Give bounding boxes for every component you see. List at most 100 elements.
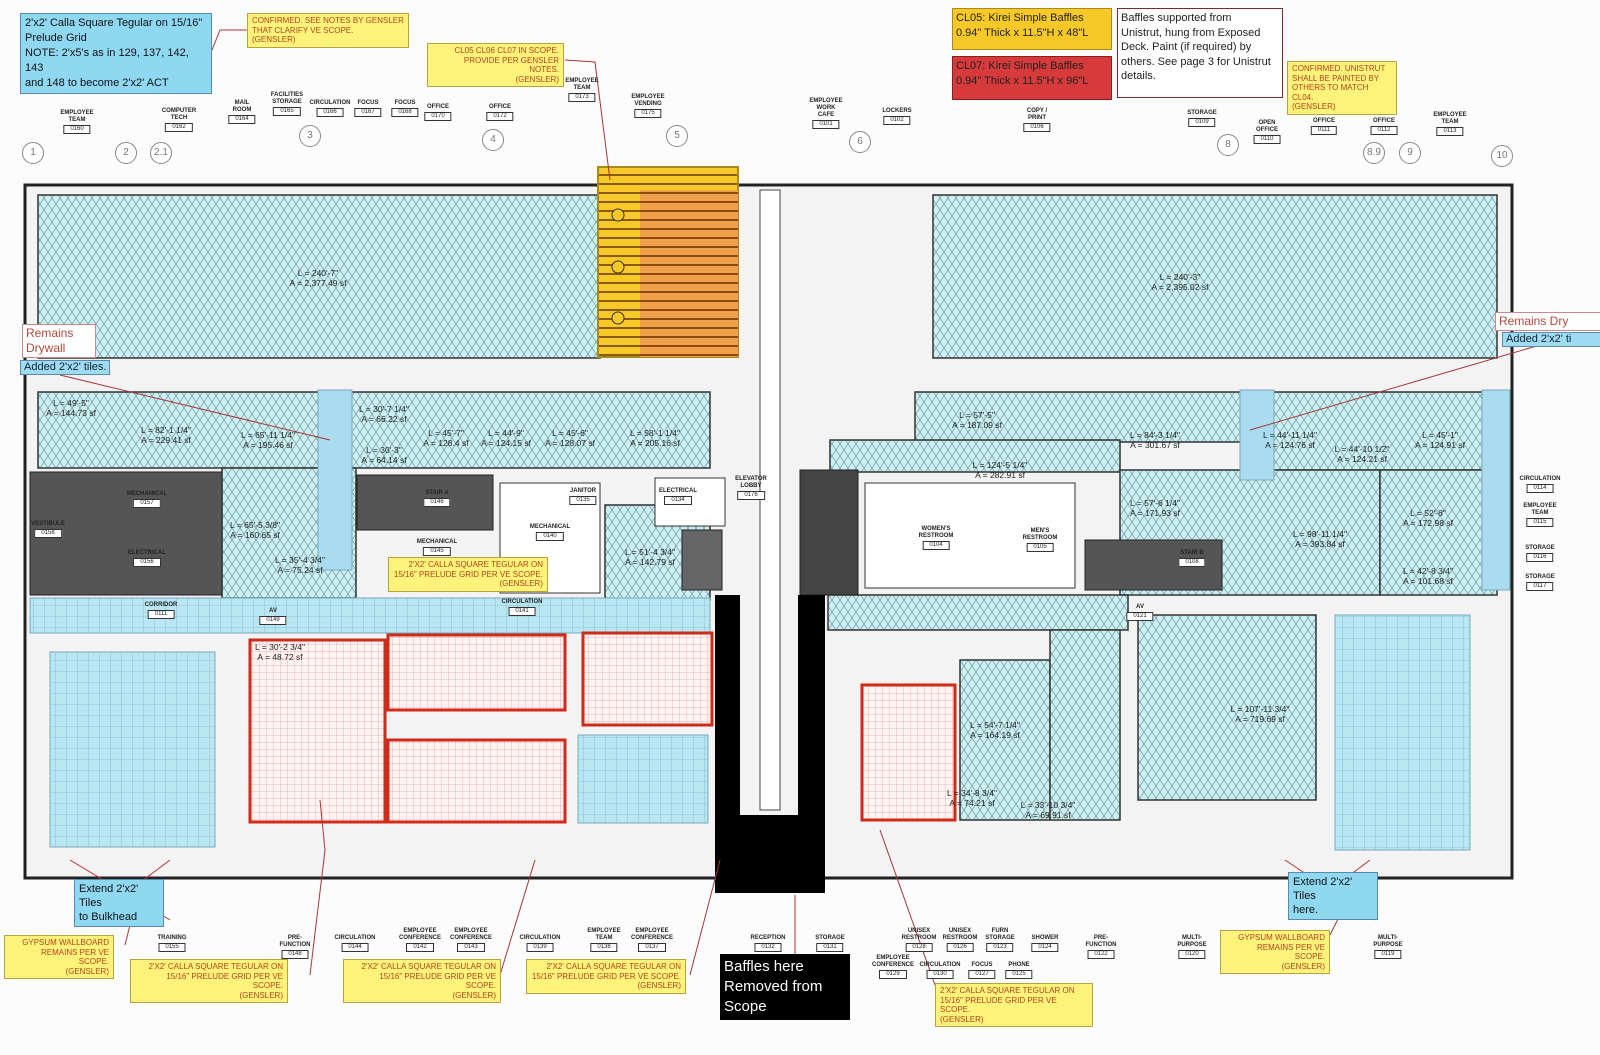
note-line: Baffles here [724,958,804,975]
grid-bubble: 9 [1399,142,1421,164]
room-number: 0113 [1436,127,1464,136]
calla-tegular-note-bottom-4: 2'x2' CALLA SQUARE TEGULAR ON 15/16" PRE… [935,983,1093,1027]
length-value: L = 124'-5 1/4" [972,460,1028,470]
room-name: STAIR B [1180,550,1204,556]
room-name: STORAGE [815,935,845,941]
note-line: Removed from [724,978,823,995]
grid-bubble: 5 [666,125,688,147]
length-value: L = 35'-4 3/4" [275,555,325,565]
note-line: (GENSLER) [239,990,283,1000]
note-line: CONFIRMED. SEE NOTES BY GENSLER [252,16,404,25]
area-label: L = 240'-3"A = 2,395.02 sf [1152,272,1209,292]
length-value: L = 57'-6 1/4" [1130,498,1180,508]
room-number: 0144 [341,943,369,952]
area-label: L = 54'-7 1/4"A = 164.19 sf [970,720,1020,740]
cl07-baffle-legend: CL07: Kirei Simple Baffles 0.94" Thick x… [952,56,1112,100]
grid-bubble: 4 [482,129,504,151]
note-line: REMAINS PER VE SCOPE. [1256,942,1325,962]
room-number: 0108 [1178,558,1206,567]
room-name: MULTI-PURPOSE [1373,935,1403,948]
area-value: A = 128.07 sf [545,438,595,448]
area-value: A = 164.19 sf [970,730,1020,740]
area-label: L = 57'-6 1/4"A = 171.93 sf [1130,498,1180,518]
note-line: (GENSLER) [1281,961,1325,971]
room-number: 0129 [879,970,907,979]
area-value: A = 144.73 sf [46,408,96,418]
length-value: L = 65'-5 3/8" [230,520,280,530]
room-number: 0111 [1310,126,1338,135]
room-number: 0139 [526,943,554,952]
room-name: AV [1136,604,1144,610]
room-name: STORAGE [1187,110,1217,116]
room-number: 0109 [1188,118,1216,127]
note-line: Extend 2'x2' Tiles [79,883,139,909]
room-number: 0114 [1526,484,1554,493]
room-number: 0130 [926,970,954,979]
room-name: MECHANICAL [529,524,571,530]
area-label: L = 33'-10 3/4"A = 69.91 sf [1021,800,1076,820]
room-name: EMPLOYEE TEAM [60,110,94,123]
area-value: A = 69.91 sf [1025,810,1071,820]
note-line: GYPSUM WALLBOARD [1238,933,1325,942]
extend-tiles-note-right: Extend 2'x2' Tiles here. [1288,872,1378,920]
length-value: L = 49'-5" [53,398,89,408]
area-label: L = 240'-7"A = 2,377.49 sf [290,268,347,288]
grid-bubble: 3 [299,125,321,147]
note-line: 15/16" PRELUDE GRID PER VE SCOPE. [379,971,496,991]
room-name: EMPLOYEE TEAM [1433,112,1467,125]
area-label: L = 30'-2 3/4"A = 48.72 sf [255,642,305,662]
area-value: A = 75.24 sf [277,565,323,575]
room-name: MEN'S RESTROOM [1022,528,1058,541]
room-name: OFFICE [488,104,511,110]
room-number: 0176 [737,491,765,500]
room-number: 0122 [1087,950,1115,959]
room-name: MECHANICAL [126,491,168,497]
room-name: LOCKERS [882,108,912,114]
room-name: FACILITIES STORAGE [270,92,304,105]
area-value: A = 101.68 sf [1403,576,1453,586]
grid-bubble: 10 [1491,145,1513,167]
note-line: Remains [26,326,74,340]
room-number: 0175 [634,109,662,118]
remains-drywall-note-left: Remains Drywall [22,324,96,358]
note-line: (GENSLER) [252,35,296,44]
room-number: 0117 [1526,582,1554,591]
room-name: ELECTRICAL [128,550,166,556]
note-line: REMAINS PER VE SCOPE. [40,947,109,967]
remains-drywall-note-right: Remains Dry [1495,312,1600,331]
room-number: 0162 [165,123,193,132]
note-line: Deck. Paint (if required) by [1121,41,1252,53]
note-line: (GENSLER) [637,981,681,990]
room-number: 0165 [273,107,301,116]
room-number: 0132 [754,943,782,952]
room-number: 0115 [1526,518,1554,527]
note-line: 0.94" Thick x 11.5"H x 48"L [956,27,1089,39]
room-number: 0164 [228,115,256,124]
room-number: 0157 [133,499,161,508]
note-line: 15/16" PRELUDE GRID PER VE SCOPE. [393,569,543,579]
area-value: A = 128.4 sf [423,438,469,448]
length-value: L = 42'-8 3/4" [1403,566,1453,576]
area-label: L = 42'-8 3/4"A = 101.68 sf [1403,566,1453,586]
room-number: 0138 [590,943,618,952]
length-value: L = 84'-3 1/4" [1130,430,1180,440]
confirmed-ve-scope-note: CONFIRMED. SEE NOTES BY GENSLER THAT CLA… [247,13,409,48]
room-number: 0105 [1026,543,1054,552]
note-line: OTHERS TO MATCH CL04. [1292,83,1369,102]
room-number: 0110 [1253,135,1281,144]
room-number: 0166 [316,108,344,117]
